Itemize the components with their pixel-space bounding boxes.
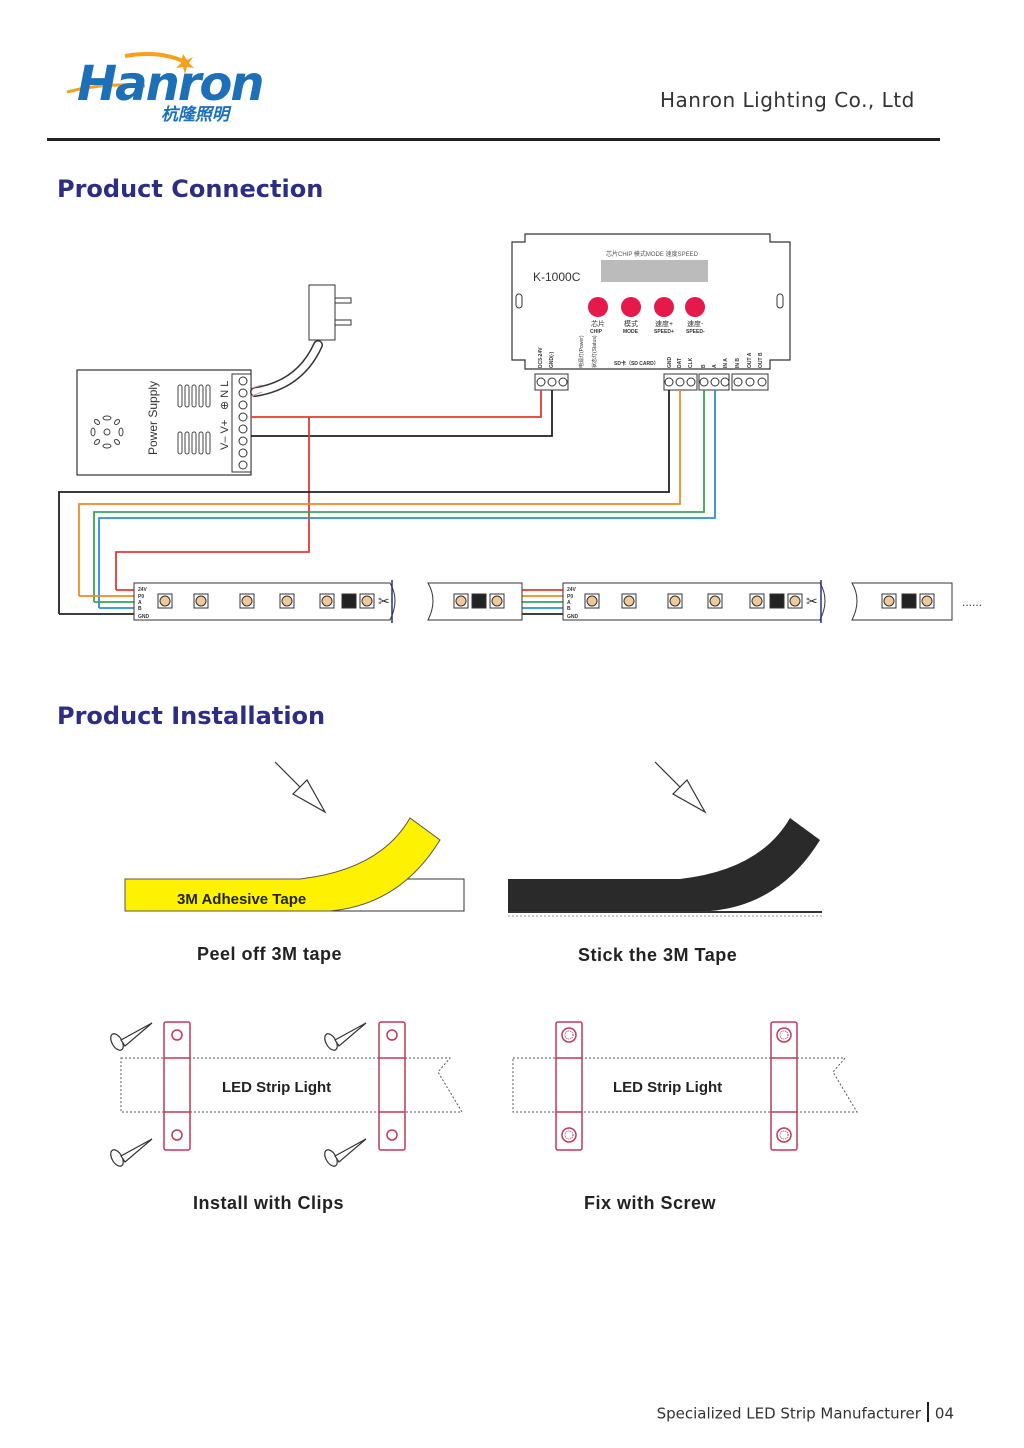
strip2-pin-a: A bbox=[567, 600, 571, 606]
power-led-label: 电源灯(Power) bbox=[578, 335, 585, 368]
vent-slots bbox=[177, 384, 211, 455]
caption-install-clips: Install with Clips bbox=[193, 1193, 345, 1213]
plug-icon bbox=[250, 284, 352, 397]
pin-dat: DAT bbox=[677, 358, 683, 368]
header-divider bbox=[47, 138, 940, 141]
logo-mark bbox=[66, 52, 194, 94]
status-led-label: 状态灯(Status) bbox=[591, 335, 598, 368]
clip-icon bbox=[163, 1021, 406, 1151]
caption-fix-screw: Fix with Screw bbox=[584, 1193, 717, 1213]
power-terminals-bottom: V– V+ bbox=[219, 420, 231, 450]
tape-label: 3M Adhesive Tape bbox=[177, 891, 306, 908]
clips-illustration: LED Strip Light bbox=[110, 1021, 463, 1167]
pin-b: B bbox=[701, 364, 707, 368]
pin-in-a: IN A bbox=[723, 358, 729, 368]
power-supply-label: Power Supply bbox=[146, 381, 160, 455]
screw-icon bbox=[110, 1022, 367, 1167]
speedup-cn-label: 速度+ bbox=[655, 319, 673, 328]
screw-head-icon bbox=[564, 1030, 789, 1140]
speeddown-cn-label: 速度- bbox=[687, 319, 704, 328]
footer-text: Specialized LED Strip Manufacturer bbox=[656, 1404, 921, 1423]
mode-button bbox=[621, 297, 641, 317]
mode-en-label: MODE bbox=[623, 329, 639, 335]
strip1-pin-gnd: GND bbox=[138, 614, 150, 620]
pin-dc-label: DC5-24V bbox=[538, 347, 544, 368]
scissors-icon-2: ✂ bbox=[806, 593, 818, 609]
screw-fix-illustration: LED Strip Light bbox=[512, 1021, 858, 1151]
wires bbox=[58, 390, 716, 615]
company-name: Hanron Lighting Co., Ltd bbox=[660, 88, 915, 112]
speeddown-en-label: SPEED- bbox=[686, 329, 705, 335]
caption-stick-tape: Stick the 3M Tape bbox=[578, 945, 738, 965]
section-title-connection: Product Connection bbox=[57, 175, 324, 203]
strip1-pin-a: A bbox=[138, 600, 142, 606]
stick-tape-illustration bbox=[508, 761, 822, 917]
logo: Hanron 杭隆照明 bbox=[65, 52, 275, 125]
pin-in-b: IN B bbox=[735, 358, 741, 368]
speedup-en-label: SPEED+ bbox=[654, 329, 674, 335]
strip-label-1: LED Strip Light bbox=[222, 1079, 331, 1096]
strip1-pin-24v: 24V bbox=[138, 587, 148, 593]
strip1-pin-p0: P0 bbox=[138, 594, 144, 600]
chip-en-label: CHIP bbox=[590, 329, 603, 335]
caption-peel-tape: Peel off 3M tape bbox=[197, 944, 343, 964]
strip-label-2: LED Strip Light bbox=[613, 1079, 722, 1096]
peel-tape-illustration: 3M Adhesive Tape bbox=[124, 761, 465, 912]
continuation-dots: ...... bbox=[962, 595, 982, 609]
strip1-pin-b: B bbox=[138, 606, 142, 612]
logo-subtitle: 杭隆照明 bbox=[161, 105, 229, 125]
arrow-icon-2 bbox=[654, 761, 707, 814]
strip2-pin-24v: 24V bbox=[567, 587, 577, 593]
fan-icon bbox=[90, 415, 124, 449]
power-terminals-top: ⊕ N L bbox=[219, 381, 231, 410]
display-header: 芯片CHIP 模式MODE 速度SPEED bbox=[606, 250, 699, 258]
section-title-installation: Product Installation bbox=[57, 702, 326, 730]
strip1-leds bbox=[157, 593, 505, 609]
speed-up-button bbox=[654, 297, 674, 317]
strip2-leds bbox=[584, 593, 935, 609]
scissors-icon: ✂ bbox=[378, 593, 390, 609]
pin-out-b: OUT B bbox=[758, 352, 764, 368]
led-strip-segment-2: 24V P0 A B GND ✂ bbox=[562, 580, 953, 623]
controller-model: K-1000C bbox=[533, 270, 581, 284]
led-strip-segment-1: 24V P0 A B GND ✂ bbox=[133, 580, 523, 623]
clip-icon-2 bbox=[555, 1021, 798, 1151]
arrow-icon bbox=[274, 761, 327, 814]
pin-clk: CLK bbox=[688, 357, 694, 368]
display-screen bbox=[601, 260, 708, 282]
strip2-pin-gnd: GND bbox=[567, 614, 579, 620]
speed-down-button bbox=[685, 297, 705, 317]
sd-card-label: SD卡（SD CARD） bbox=[614, 360, 659, 367]
logo-text: Hanron bbox=[77, 56, 265, 112]
chip-cn-label: 芯片 bbox=[591, 319, 605, 328]
strip2-pin-b: B bbox=[567, 606, 571, 612]
power-supply: Power Supply ⊕ N L V– V+ bbox=[76, 369, 252, 476]
strip2-pin-p0: P0 bbox=[567, 594, 573, 600]
mode-cn-label: 模式 bbox=[624, 319, 638, 328]
footer: Specialized LED Strip Manufacturer 04 bbox=[656, 1402, 954, 1424]
controller-terminals bbox=[534, 373, 769, 391]
pin-out-a: OUT A bbox=[747, 352, 753, 368]
page-number: 04 bbox=[934, 1404, 954, 1423]
pin-gnd-label: GND(-) bbox=[549, 352, 555, 368]
pin-a: A bbox=[712, 364, 718, 368]
footer-divider bbox=[926, 1402, 929, 1422]
pin-out-gnd: GND bbox=[667, 357, 673, 369]
controller-box: 芯片CHIP 模式MODE 速度SPEED K-1000C 芯片 CHIP 模式… bbox=[511, 233, 791, 391]
chip-button bbox=[588, 297, 608, 317]
